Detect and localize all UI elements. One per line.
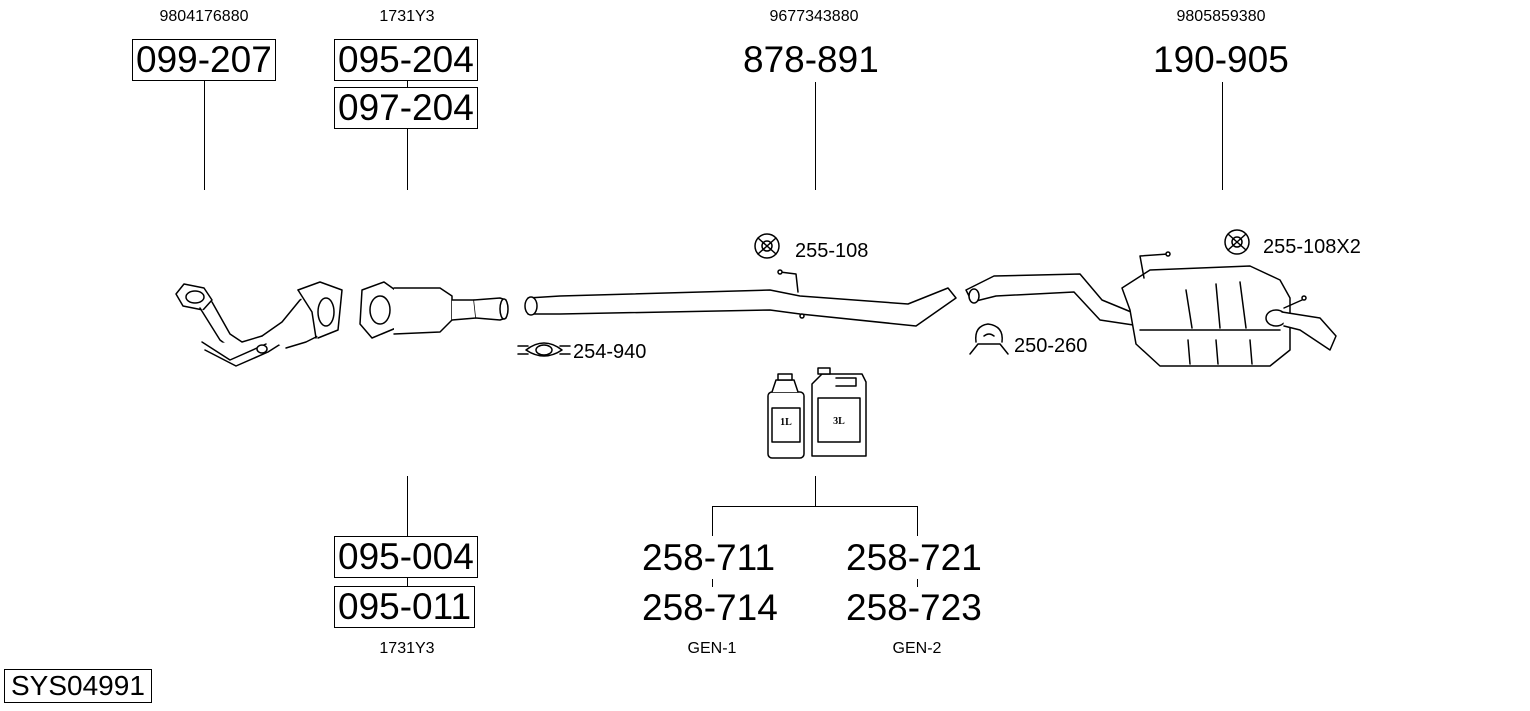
part-number-middle-pipe[interactable]: 878-891 [743,39,879,80]
leader-line-paste-left [712,506,713,536]
label-gen-1: GEN-1 [687,640,737,657]
oem-number-middle-pipe: 9677343880 [769,8,859,25]
rubber-mount-x2-icon[interactable] [1224,229,1250,255]
rubber-mount-icon[interactable] [754,233,780,259]
middle-pipe-drawing[interactable] [524,269,957,327]
manifold-drawing[interactable] [175,281,343,367]
oem-number-catalyst-bottom: 1731Y3 [379,640,435,657]
part-number-kit-a[interactable]: 095-004 [334,536,478,578]
label-clamp-front[interactable]: 254-940 [573,341,647,363]
leader-line-manifold [204,80,205,190]
part-number-catalyst-b[interactable]: 097-204 [334,87,478,129]
clamp-rear-icon[interactable] [969,323,1009,355]
rear-silencer-drawing[interactable] [965,251,1337,367]
leader-line-paste-join-right [917,579,918,587]
container-3l-icon[interactable] [811,367,867,457]
leader-line-catalyst [407,129,408,190]
leader-line-middle-pipe [815,82,816,190]
part-number-paste-3[interactable]: 258-721 [846,537,982,578]
label-clamp-rear[interactable]: 250-260 [1014,335,1088,357]
clamp-front-icon[interactable] [517,342,571,357]
container-3l-label: 3L [833,416,845,427]
bracket-paste [712,506,918,507]
leader-line-kit [407,476,408,536]
part-number-rear-silencer[interactable]: 190-905 [1153,39,1289,80]
oem-number-rear-silencer: 9805859380 [1176,8,1266,25]
leader-line-catalyst-join [407,80,408,88]
label-gen-2: GEN-2 [892,640,942,657]
container-1l-icon[interactable] [767,373,805,459]
part-number-manifold[interactable]: 099-207 [132,39,276,81]
part-number-paste-2[interactable]: 258-714 [642,587,778,628]
part-number-paste-4[interactable]: 258-723 [846,587,982,628]
catalyst-drawing[interactable] [359,281,509,339]
leader-line-paste [815,476,816,506]
leader-line-paste-join-left [712,579,713,587]
part-number-catalyst-a[interactable]: 095-204 [334,39,478,81]
container-1l-label: 1L [780,417,792,428]
part-number-kit-b[interactable]: 095-011 [334,586,476,628]
label-rubber-mount[interactable]: 255-108 [795,240,869,262]
leader-line-kit-join [407,578,408,586]
oem-number-catalyst: 1731Y3 [379,8,435,25]
oem-number-manifold: 9804176880 [159,8,249,25]
system-code: SYS04991 [4,669,152,703]
part-number-paste-1[interactable]: 258-711 [642,537,776,578]
leader-line-rear-silencer [1222,82,1223,190]
leader-line-paste-right [917,506,918,536]
label-rubber-mount-x2[interactable]: 255-108X2 [1263,236,1361,258]
